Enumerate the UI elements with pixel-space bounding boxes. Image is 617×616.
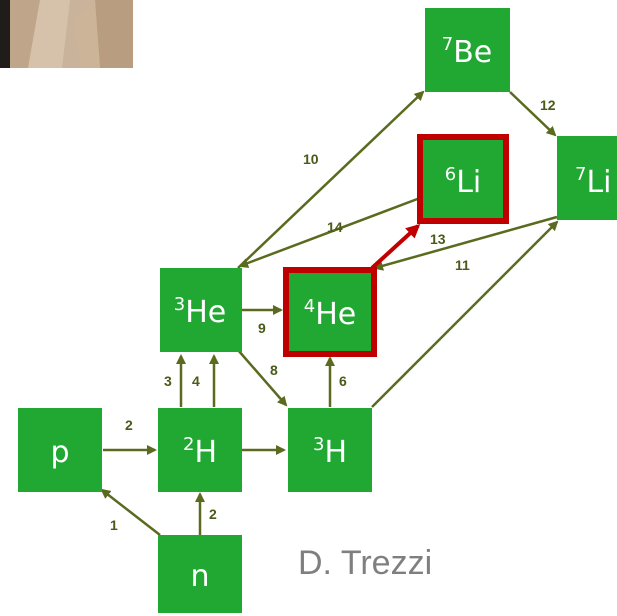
edge-6li-to-3he	[238, 196, 421, 268]
node-6li: 6Li	[417, 134, 509, 224]
svg-text:3H: 3H	[313, 434, 347, 470]
svg-text:6Li: 6Li	[445, 164, 482, 200]
speaker-photo	[0, 0, 133, 68]
svg-text:7Be: 7Be	[442, 34, 493, 70]
author-credit: D. Trezzi	[298, 544, 432, 582]
edge-label-4: 4	[192, 373, 200, 389]
edge-3he-to-3h	[237, 349, 288, 407]
edge-3h-to-7li	[371, 220, 559, 408]
edge-label-12: 12	[540, 97, 556, 113]
edges	[100, 90, 559, 536]
edge-label-1: 1	[110, 517, 118, 533]
edge-4he-to-6li-highlight	[370, 223, 421, 270]
edge-7li-to-4he	[373, 215, 558, 271]
svg-text:7Li: 7Li	[575, 164, 612, 200]
node-4he: 4He	[283, 267, 377, 357]
node-3h: 3H	[288, 408, 372, 492]
edge-n-to-p	[100, 488, 161, 536]
edge-label-6: 6	[339, 373, 347, 389]
node-p: p	[18, 408, 102, 492]
edge-label-10: 10	[303, 151, 319, 167]
edge-labels: 1 2 2 3 4 6 8 9 10 11 12 13 14	[110, 97, 556, 533]
node-3he: 3He	[160, 268, 242, 352]
person-photo-icon	[0, 0, 133, 68]
svg-text:4He: 4He	[304, 296, 356, 332]
edge-label-2-p: 2	[125, 417, 133, 433]
node-7be: 7Be	[425, 8, 510, 92]
edge-label-13: 13	[430, 231, 446, 247]
edge-label-11: 11	[455, 257, 470, 273]
svg-text:2H: 2H	[183, 434, 217, 470]
edge-7be-to-7li	[509, 91, 557, 137]
svg-text:p: p	[50, 435, 69, 470]
edge-label-9: 9	[258, 320, 266, 336]
edge-label-8: 8	[270, 362, 278, 378]
node-n: n	[158, 535, 242, 613]
edge-label-2-n: 2	[209, 506, 217, 522]
edge-label-14: 14	[327, 219, 343, 235]
svg-text:3He: 3He	[174, 294, 226, 330]
node-7li: 7Li	[557, 136, 617, 220]
svg-text:n: n	[190, 559, 209, 594]
node-2h: 2H	[158, 408, 242, 492]
edge-label-3: 3	[164, 373, 172, 389]
edge-3he-to-7be	[237, 90, 425, 269]
